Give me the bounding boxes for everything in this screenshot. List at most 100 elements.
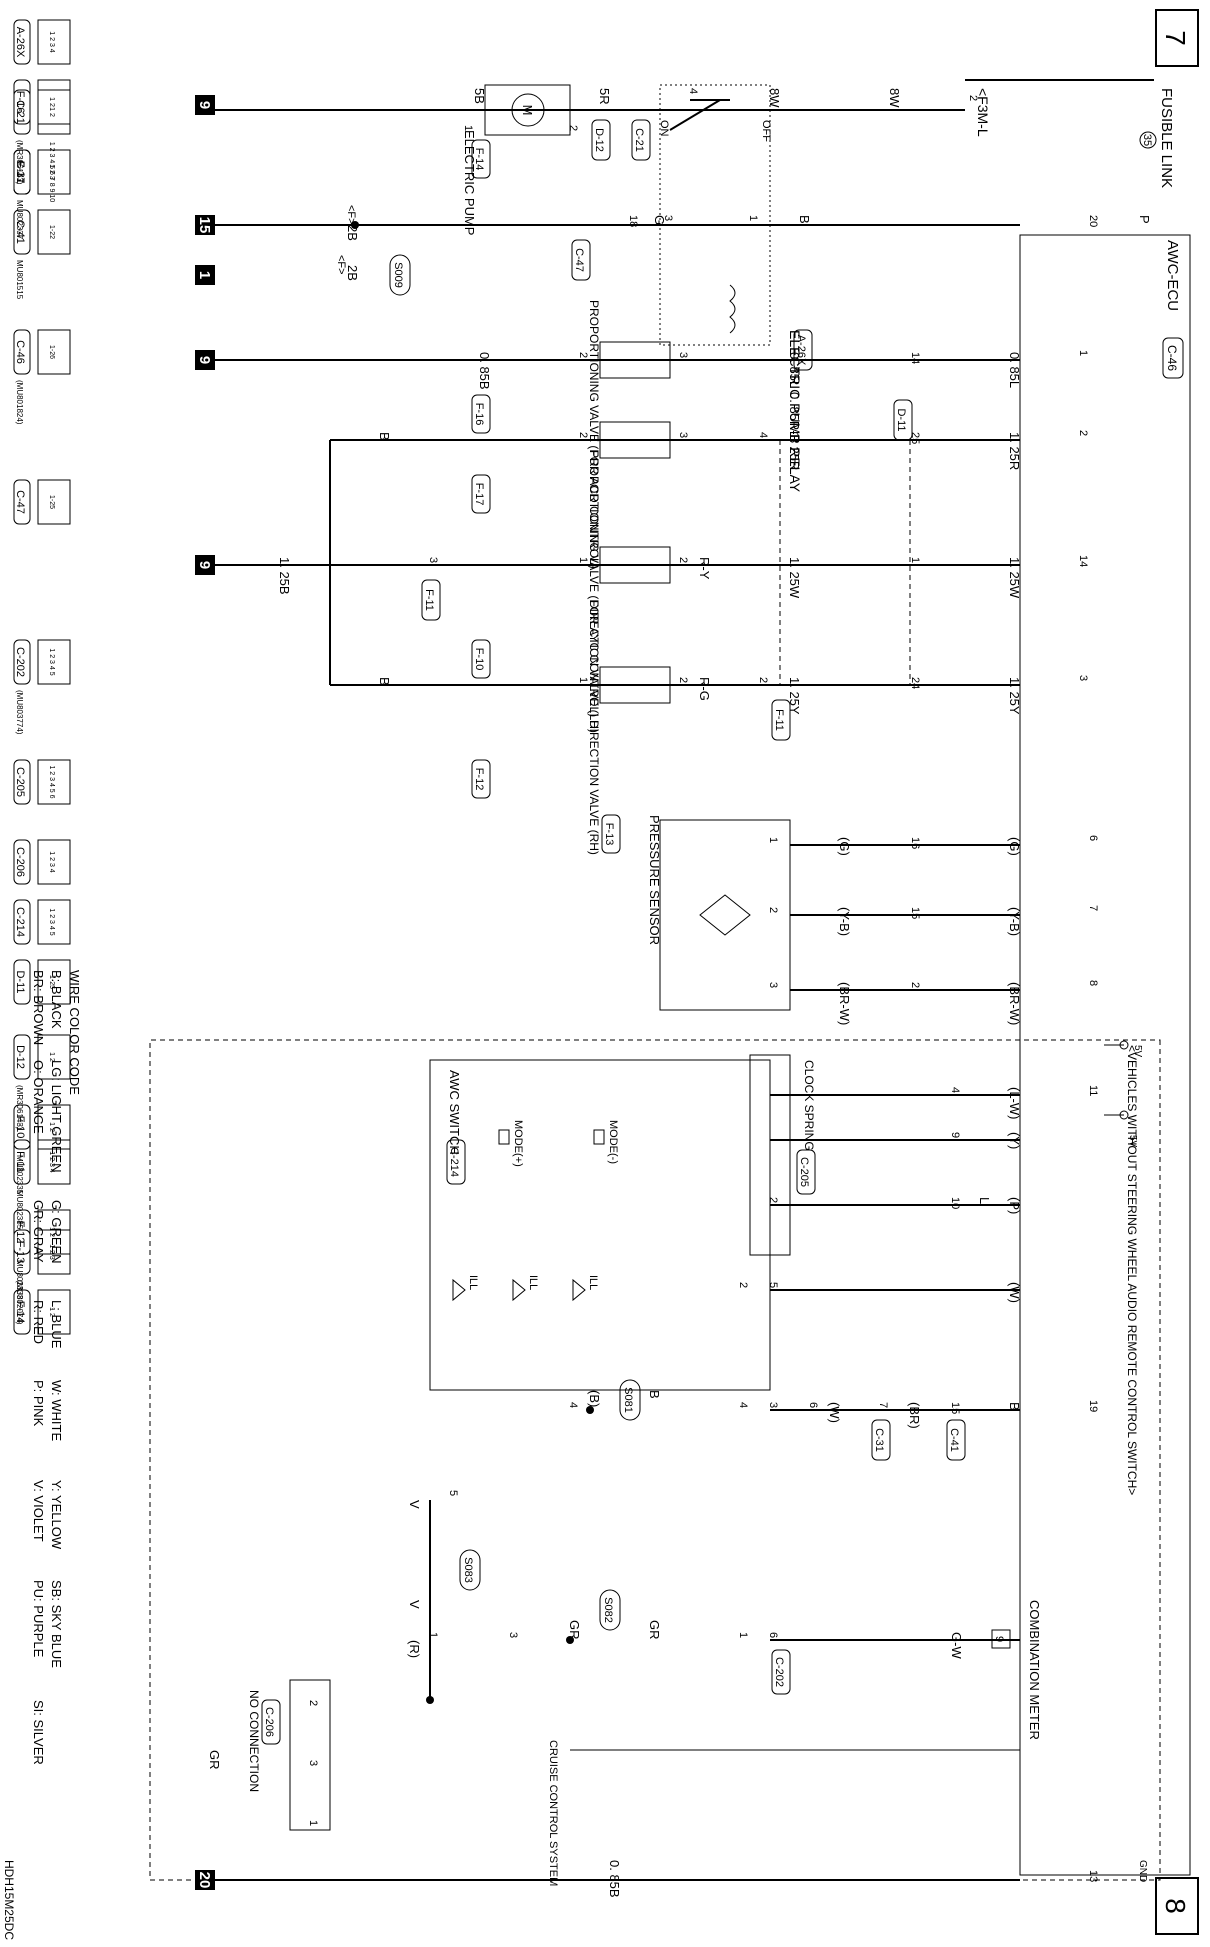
connector-view-id: F-11: [14, 1151, 26, 1173]
conn-c31: C-31: [873, 1428, 885, 1452]
connector-view-badge: [13, 89, 31, 135]
pin-7b: 7: [877, 1402, 889, 1408]
connector-view-c-202: C-202(MU803774)1 2 3 4 5: [13, 639, 71, 735]
pump-label: ELECTRIC PUMP: [462, 130, 477, 235]
pin-2k-b: 2: [737, 1282, 749, 1288]
connector-view-id: C-205: [14, 767, 26, 797]
wire-brw-b: (BR-W): [837, 982, 852, 1025]
ecu-gnd-label: GND: [1137, 1860, 1148, 1882]
legend-c7-0: SB: SKY BLUE: [49, 1580, 64, 1668]
acd-valve-connector: F-16: [473, 403, 485, 426]
ill-a: ILL: [587, 1275, 599, 1290]
wire-lw-label: (L-W): [1007, 1087, 1022, 1120]
legend-c5-0: W: WHITE: [49, 1380, 64, 1441]
connector-view-badge: [13, 959, 31, 1005]
pin-20: 20: [1087, 215, 1099, 227]
connector-view-badge: [13, 19, 31, 65]
connector-view-badge: [13, 209, 31, 255]
connector-view-badge: [13, 1209, 31, 1255]
connector-view-id: C-214: [14, 907, 26, 937]
splice-s009-dot: [351, 221, 359, 229]
connector-view-pins: 1 2: [48, 1122, 55, 1132]
connector-view-part: (MR306143): [15, 140, 24, 185]
pin-2i: 2: [909, 982, 921, 988]
connector-view-face: [37, 1139, 71, 1185]
connector-view-c-21: C-21(MR306143)1 2: [13, 89, 71, 185]
mode-plus-switch: [498, 1129, 510, 1145]
splice-s081: S081: [622, 1387, 634, 1413]
splice-s082: S082: [602, 1597, 614, 1623]
wire-brw-a: (BR-W): [1007, 982, 1022, 1025]
wire-color-legend: WIRE COLOR CODE B: BLACK BR: BROWN LG: L…: [31, 970, 82, 1765]
clock-spring-box: [749, 1054, 791, 1256]
wire-g-b: (G): [837, 837, 852, 856]
electric-pump-relay-box: [659, 84, 771, 346]
wire-br: (BR): [907, 1402, 922, 1429]
connector-view-face: [37, 89, 71, 135]
connector-view-id: C-47: [14, 490, 26, 514]
connector-view-pins: 1 2: [48, 107, 55, 117]
wire-w-b: (W): [827, 1402, 842, 1423]
legend-c1-0: B: BLACK: [49, 970, 64, 1029]
legend-c3-0: G: GREEN: [49, 1200, 64, 1264]
connector-view-id: C-46: [14, 340, 26, 364]
connector-view-face: [37, 899, 71, 945]
pin-1f: 1: [909, 557, 921, 563]
connector-view-badge: [13, 839, 31, 885]
connector-view-pins: 1 2 3: [48, 164, 55, 180]
ref-9c: 9: [196, 561, 213, 569]
legend-c8-0: SI: SILVER: [31, 1700, 46, 1765]
connector-view-face: [37, 1229, 71, 1275]
wire-5r: 5R: [597, 88, 612, 105]
conn-d11: D-11: [895, 408, 907, 431]
ref-15: 15: [196, 217, 213, 234]
connector-view-id: F-14: [14, 1301, 26, 1324]
connector-view-part: (MU802074): [15, 1280, 24, 1325]
pin-3e: 3: [677, 432, 689, 438]
connector-view-part: (MU803774): [15, 690, 24, 735]
wire-2b-b: 2B: [345, 265, 360, 281]
connector-view-part: (MU801824): [15, 380, 24, 425]
connector-view-part: MU802333: [15, 1260, 24, 1300]
connector-view-face: [37, 209, 71, 255]
pin-3n: 3: [307, 1760, 319, 1766]
connector-view-face: [37, 639, 71, 685]
connector-view-id: F-13: [14, 1241, 26, 1264]
wire-gw-label: G-W: [949, 1632, 964, 1659]
wire-ry: R-Y: [697, 557, 712, 580]
dir-rh-label: DIRECTION VALVE (RH): [587, 720, 601, 855]
awc-ecu-connector-badge: [1162, 337, 1184, 379]
wire-gr-c: GR: [207, 1750, 222, 1770]
clock-spring-connector: C-205: [798, 1157, 810, 1187]
mode-plus-label: MODE(+): [512, 1120, 524, 1167]
connector-view-badge: [13, 149, 31, 195]
wire-yb-b: (Y-B): [837, 907, 852, 936]
conn-f11-b: F-11: [773, 709, 785, 731]
pin-24: 24: [909, 677, 921, 689]
wire-f-a: <F>: [345, 205, 357, 225]
pressure-label: PRESSURE SENSOR: [647, 815, 662, 945]
connector-view-id: D-11: [14, 970, 26, 993]
connector-view-id: D-12: [14, 1045, 26, 1069]
connector-view-id: C-206: [14, 847, 26, 877]
wire-085b: 0. 85B: [477, 352, 492, 390]
pin-5m: 5: [447, 1490, 459, 1496]
wire-125b: 1. 25B: [277, 557, 292, 595]
conn-c41: C-41: [948, 1428, 960, 1452]
connector-view-pins: 1 2: [48, 1227, 55, 1237]
wire-125r-a: 1. 25R: [1007, 432, 1022, 470]
pin-1h: 1: [767, 837, 779, 843]
page-from-number: 7: [1160, 30, 1191, 46]
pin-18: 18: [627, 215, 639, 227]
pin-2g: 2: [757, 677, 769, 683]
pin-14: 14: [909, 352, 921, 364]
wire-085l-b: 0. 85L: [787, 352, 802, 388]
connector-view-pins: 1 2 3: [48, 1244, 55, 1260]
connector-view-pins: 1 2 3 4: [48, 851, 55, 873]
wire-b-e: B: [647, 1390, 662, 1399]
connector-view-face: [37, 959, 71, 1005]
